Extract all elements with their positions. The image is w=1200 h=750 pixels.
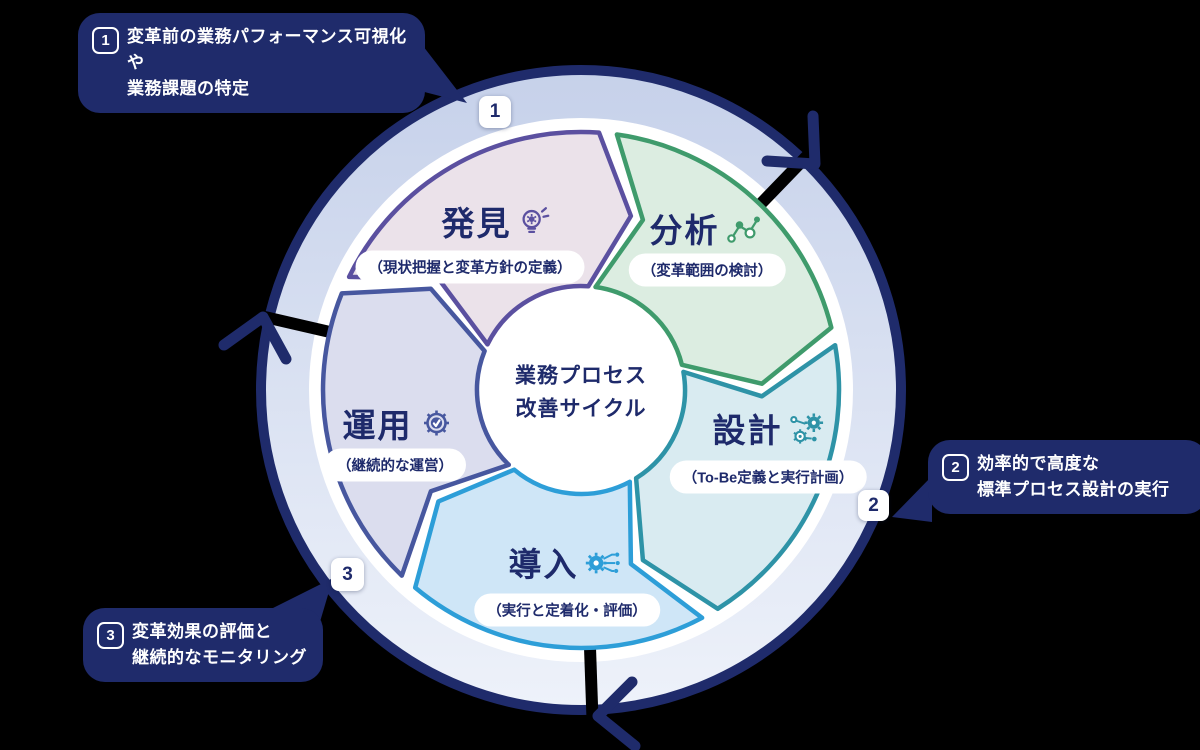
callout-1-text: 変革前の業務パフォーマンス可視化や 業務課題の特定 xyxy=(127,24,411,102)
gear-check-icon xyxy=(424,410,449,436)
segment-operation-title: 運用 xyxy=(343,399,456,447)
lightbulb-gear-icon xyxy=(522,207,550,234)
callout-1-text-line2: 業務課題の特定 xyxy=(127,79,250,98)
segment-implementation-title-text: 導入 xyxy=(508,546,579,583)
segment-operation-title-text: 運用 xyxy=(342,407,413,444)
segment-design-title-text: 設計 xyxy=(712,412,783,449)
segment-discovery-title: 発見 xyxy=(442,197,553,245)
segment-design-title: 設計 xyxy=(713,404,828,452)
callout-2-tail xyxy=(892,476,932,522)
network-nodes-icon xyxy=(727,216,760,243)
diagram-title: 業務プロセス 改善サイクル xyxy=(515,360,647,425)
clockwise-arrow-bottom xyxy=(592,676,641,750)
cycle-arrows xyxy=(218,110,821,750)
segment-discovery-subtitle: （現状把握と変革方針の定義） xyxy=(355,250,585,284)
callout-3: 3 変革効果の評価と 継続的なモニタリング xyxy=(83,608,323,682)
diagram-title-line2: 改善サイクル xyxy=(515,397,647,420)
callout-1: 1 変革前の業務パフォーマンス可視化や 業務課題の特定 xyxy=(78,13,425,113)
ring-gap-slit xyxy=(248,307,331,338)
center-hub-circle xyxy=(485,294,677,486)
segment-analysis-subtitle: （変革範囲の検討） xyxy=(628,253,786,287)
segment-discovery-title-text: 発見 xyxy=(441,205,512,242)
segment-operation-shape xyxy=(320,286,512,578)
ring-marker-3: 3 xyxy=(331,558,364,591)
callout-3-text-line2: 継続的なモニタリング xyxy=(132,648,307,667)
callout-2-text-line2: 標準プロセス設計の実行 xyxy=(977,480,1170,499)
gears-icon xyxy=(790,413,824,444)
segment-implementation-subtitle: （実行と定着化・評価） xyxy=(474,593,660,627)
ring-marker-2: 2 xyxy=(858,490,889,521)
callout-2-text: 効率的で高度な 標準プロセス設計の実行 xyxy=(977,451,1170,503)
ring-marker-1: 1 xyxy=(479,96,511,128)
callout-1-text-line1: 変革前の業務パフォーマンス可視化や xyxy=(127,27,407,72)
callout-3-text-line1: 変革効果の評価と xyxy=(132,622,272,641)
clockwise-arrow-top-right xyxy=(761,110,821,170)
clockwise-arrow-left xyxy=(218,311,292,365)
segment-discovery-shape xyxy=(346,129,634,347)
callout-2-text-line1: 効率的で高度な xyxy=(977,454,1100,473)
callout-3-text: 変革効果の評価と 継続的なモニタリング xyxy=(132,619,307,671)
segment-operation-subtitle: （継続的な運営） xyxy=(324,448,466,482)
callout-3-number-badge: 3 xyxy=(97,622,124,649)
ring-gap-slit xyxy=(584,647,599,731)
callout-1-number-badge: 1 xyxy=(92,27,119,54)
segment-analysis-title-text: 分析 xyxy=(649,212,720,249)
gear-circuit-icon xyxy=(585,552,620,574)
callout-2-number-badge: 2 xyxy=(942,454,969,481)
callout-2: 2 効率的で高度な 標準プロセス設計の実行 xyxy=(928,440,1200,514)
diagram-title-line1: 業務プロセス xyxy=(515,364,647,388)
segment-analysis-title: 分析 xyxy=(650,204,763,252)
segment-design-subtitle: （To-Be定義と実行計画） xyxy=(669,460,867,494)
segment-implementation-title: 導入 xyxy=(509,538,624,586)
